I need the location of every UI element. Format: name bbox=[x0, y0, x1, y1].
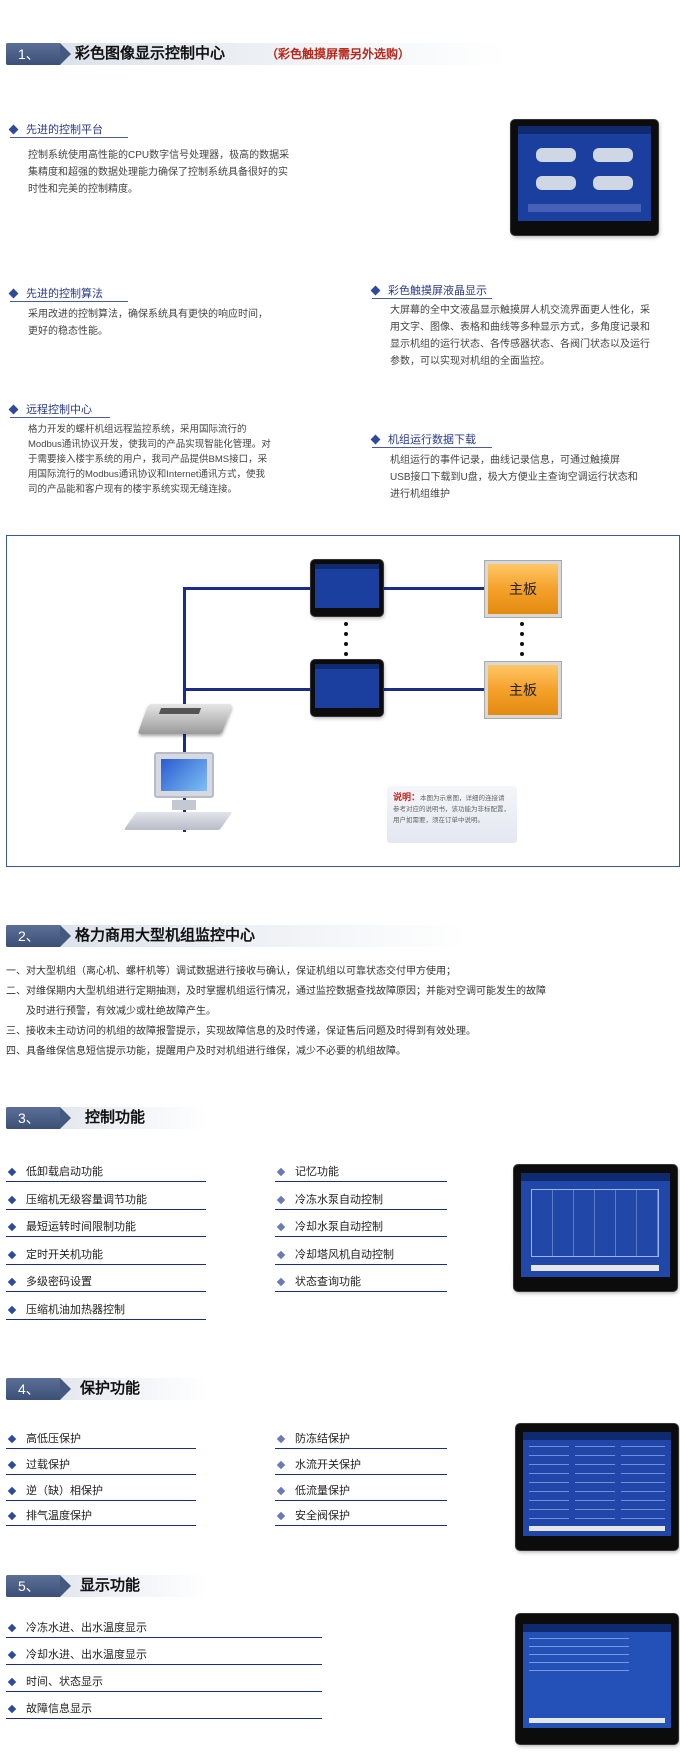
diamond-bullet-icon bbox=[276, 1486, 286, 1495]
diamond-bullet-icon bbox=[276, 1278, 286, 1287]
touchscreen-icon-bottom bbox=[311, 660, 383, 716]
section-1-title: 彩色图像显示控制中心 bbox=[75, 45, 226, 62]
section-1-bar bbox=[6, 43, 506, 65]
diamond-bullet-icon bbox=[370, 434, 381, 445]
function-item: 防冻结保护 bbox=[275, 1429, 447, 1449]
function-item: 水流开关保护 bbox=[275, 1455, 447, 1475]
function-item: 压缩机无级容量调节功能 bbox=[6, 1190, 206, 1210]
section-1-number: 1、 bbox=[6, 43, 71, 65]
function-item: 记忆功能 bbox=[275, 1162, 447, 1182]
touchscreen-image-protect bbox=[516, 1424, 678, 1550]
function-item: 最短运转时间限制功能 bbox=[6, 1217, 206, 1238]
function-item: 低流量保护 bbox=[275, 1481, 447, 1501]
diamond-bullet-icon bbox=[276, 1250, 286, 1260]
computer-icon bbox=[154, 752, 214, 798]
function-item: 安全阀保护 bbox=[275, 1506, 447, 1527]
section-4-number: 4、 bbox=[6, 1378, 71, 1400]
function-item: 排气温度保护 bbox=[6, 1506, 196, 1527]
feature-lcd-text: 大屏幕的全中文液晶显示触摸屏人机交流界面更人性化，采 用文字、图像、表格和曲线等… bbox=[390, 305, 650, 367]
diamond-bullet-icon bbox=[7, 1677, 17, 1687]
function-item: 故障信息显示 bbox=[6, 1699, 322, 1719]
diamond-bullet-icon bbox=[8, 288, 19, 299]
diamond-bullet-icon bbox=[276, 1222, 286, 1232]
diagram-ellipsis-left bbox=[344, 622, 348, 662]
diamond-bullet-icon bbox=[7, 1650, 17, 1660]
keyboard-icon bbox=[123, 812, 233, 830]
function-item: 冷却塔风机自动控制 bbox=[275, 1245, 447, 1265]
mainboard-bottom: 主板 bbox=[485, 662, 561, 718]
function-item: 状态查询功能 bbox=[275, 1272, 447, 1293]
function-item: 高低压保护 bbox=[6, 1429, 196, 1449]
mainboard-top: 主板 bbox=[485, 561, 561, 617]
section-2-number: 2、 bbox=[6, 925, 71, 947]
feature-platform-heading: 先进的控制平台 bbox=[8, 122, 128, 138]
section-3-title: 控制功能 bbox=[85, 1109, 146, 1126]
feature-algorithm-text: 采用改进的控制算法，确保系统具有更快的响应时间， 更好的稳态性能。 bbox=[28, 309, 268, 337]
s2-item-4: 四、具备维保信息短信提示功能，提醒用户及时对机组进行维保，减少不必要的机组故障。 bbox=[6, 1046, 406, 1057]
diagram-note: 说明：本图为示意图，详细的连接请 参考对应的说明书，该功能为非标配置， 用户如需… bbox=[387, 786, 517, 843]
diagram-ellipsis-right bbox=[520, 622, 524, 662]
diamond-bullet-icon bbox=[7, 1167, 17, 1177]
diamond-bullet-icon bbox=[8, 124, 19, 135]
section-2-title: 格力商用大型机组监控中心 bbox=[75, 927, 256, 944]
s2-item-1: 一、对大型机组（离心机、螺杆机等）调试数据进行接收与确认，保证机组以可靠状态交付… bbox=[6, 966, 456, 977]
feature-algorithm-heading: 先进的控制算法 bbox=[8, 286, 128, 302]
diamond-bullet-icon bbox=[7, 1195, 17, 1204]
diamond-bullet-icon bbox=[7, 1222, 17, 1232]
function-item: 多级密码设置 bbox=[6, 1272, 206, 1293]
diamond-bullet-icon bbox=[7, 1250, 17, 1260]
diamond-bullet-icon bbox=[7, 1623, 17, 1633]
function-item: 时间、状态显示 bbox=[6, 1672, 322, 1692]
diamond-bullet-icon bbox=[8, 404, 19, 415]
touchscreen-image-curve bbox=[514, 1165, 677, 1291]
section-1-subtitle: （彩色触摸屏需另外选购） bbox=[266, 47, 411, 61]
s2-item-2-cont: 及时进行预警，有效减少或杜绝故障产生。 bbox=[6, 1006, 216, 1017]
diamond-bullet-icon bbox=[7, 1460, 17, 1470]
function-item: 冷却水泵自动控制 bbox=[275, 1217, 447, 1238]
feature-download-text: 机组运行的事件记录，曲线记录信息，可通过触摸屏 USB接口下载到U盘，极大方便业… bbox=[390, 455, 638, 500]
diamond-bullet-icon bbox=[7, 1434, 17, 1444]
diamond-bullet-icon bbox=[276, 1434, 286, 1444]
diamond-bullet-icon bbox=[7, 1486, 17, 1495]
section-3-number: 3、 bbox=[6, 1107, 71, 1129]
s2-item-2: 二、对维保期内大型机组进行定期抽测，及时掌握机组运行情况，通过监控数据查找故障原… bbox=[6, 986, 546, 997]
diagram-link-top bbox=[380, 587, 486, 590]
function-item: 压缩机油加热器控制 bbox=[6, 1300, 206, 1320]
section-5-number: 5、 bbox=[6, 1575, 71, 1597]
feature-remote-text: 格力开发的螺杆机组远程监控系统，采用国际流行的 Modbus通讯协议开发，使我司… bbox=[28, 424, 271, 495]
touchscreen-icon-top bbox=[311, 560, 383, 616]
touchscreen-image-display bbox=[516, 1614, 678, 1744]
section-4-title: 保护功能 bbox=[80, 1380, 141, 1397]
section-2-bar bbox=[6, 925, 466, 947]
diamond-bullet-icon bbox=[7, 1305, 17, 1315]
function-item: 逆（缺）相保护 bbox=[6, 1481, 196, 1501]
diagram-link-bottom bbox=[380, 688, 486, 691]
diamond-bullet-icon bbox=[276, 1512, 286, 1521]
diagram-branch-bottom bbox=[183, 688, 312, 691]
touchscreen-image-main bbox=[511, 120, 658, 235]
function-item: 定时开关机功能 bbox=[6, 1245, 206, 1265]
feature-lcd-heading: 彩色触摸屏液晶显示 bbox=[370, 283, 492, 299]
diamond-bullet-icon bbox=[276, 1460, 286, 1470]
diamond-bullet-icon bbox=[7, 1278, 17, 1287]
diamond-bullet-icon bbox=[276, 1195, 286, 1204]
function-item: 过载保护 bbox=[6, 1455, 196, 1475]
feature-download-heading: 机组运行数据下载 bbox=[370, 432, 492, 448]
diamond-bullet-icon bbox=[7, 1512, 17, 1521]
feature-platform-text: 控制系统使用高性能的CPU数字信号处理器，极高的数据采 集精度和超强的数据处理能… bbox=[28, 150, 290, 195]
diamond-bullet-icon bbox=[276, 1167, 286, 1177]
function-item: 冷冻水进、出水温度显示 bbox=[6, 1618, 322, 1638]
function-item: 冷冻水泵自动控制 bbox=[275, 1190, 447, 1210]
function-item: 冷却水进、出水温度显示 bbox=[6, 1645, 322, 1665]
section-5-title: 显示功能 bbox=[80, 1577, 141, 1594]
diamond-bullet-icon bbox=[7, 1704, 17, 1714]
feature-remote-heading: 远程控制中心 bbox=[8, 402, 110, 418]
s2-item-3: 三、接收未主动访问的机组的故障报警提示，实现故障信息的及时传递，保证售后问题及时… bbox=[6, 1026, 476, 1037]
diamond-bullet-icon bbox=[370, 285, 381, 296]
diagram-branch-top bbox=[183, 587, 312, 590]
function-item: 低卸载启动功能 bbox=[6, 1162, 206, 1182]
